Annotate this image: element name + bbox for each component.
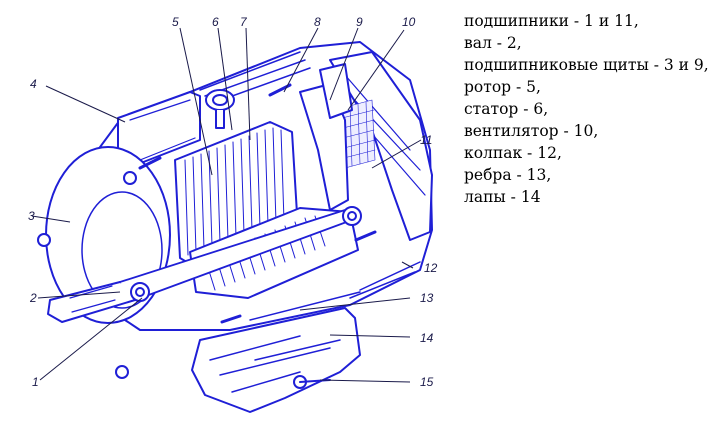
legend-line: колпак - 12, xyxy=(464,144,562,162)
legend-line: вал - 2, xyxy=(464,34,522,52)
callout-number-13: 13 xyxy=(420,291,434,305)
callout-number-15: 15 xyxy=(420,375,434,389)
callout-number-7: 7 xyxy=(240,15,248,29)
legend-line: лапы - 14 xyxy=(464,188,541,206)
callout-number-2: 2 xyxy=(29,291,37,305)
legend-line: подшипники - 1 и 11, xyxy=(464,12,639,30)
callout-number-5: 5 xyxy=(172,15,179,29)
callout-number-12: 12 xyxy=(424,261,438,275)
callout-number-4: 4 xyxy=(30,77,37,91)
callout-number-14: 14 xyxy=(420,331,434,345)
callout-number-9: 9 xyxy=(356,15,363,29)
lifting-eye-bolt xyxy=(205,89,235,129)
legend-line: подшипниковые щиты - 3 и 9, xyxy=(464,56,709,74)
mounting-feet xyxy=(191,307,361,413)
legend-line: ротор - 5, xyxy=(464,78,541,96)
legend-line: вентилятор - 10, xyxy=(464,122,599,140)
legend: подшипники - 1 и 11, вал - 2, подшипниковы… xyxy=(464,10,716,208)
legend-line: статор - 6, xyxy=(464,100,549,118)
callout-number-8: 8 xyxy=(314,15,321,29)
stator-laminations xyxy=(184,127,285,256)
fan-blades xyxy=(319,63,353,119)
callout-lines xyxy=(31,27,422,383)
callout-number-6: 6 xyxy=(212,15,219,29)
legend-line: ребра - 13, xyxy=(464,166,552,184)
callout-number-1: 1 xyxy=(32,375,39,389)
callout-number-3: 3 xyxy=(28,209,35,223)
callout-number-11: 11 xyxy=(420,133,432,147)
callout-number-10: 10 xyxy=(402,15,416,29)
